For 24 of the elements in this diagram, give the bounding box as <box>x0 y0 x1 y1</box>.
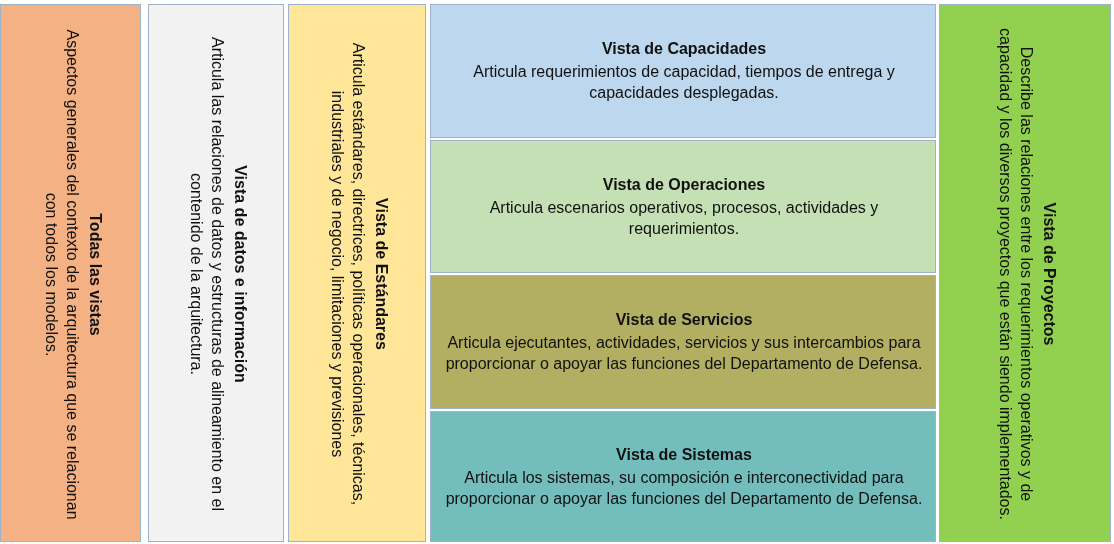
view-column <box>0 4 141 542</box>
view-title: Vista de Estándares <box>371 198 390 350</box>
view-row <box>430 4 936 138</box>
view-description: Articula las relaciones de datos y estructuras de alineamiento en el contenido de la arquitectura. <box>187 35 227 513</box>
view-description: Articula estándares, directrices, políticas operacionales, técnicas, industriales y de negocio, limitaciones y previsiones <box>328 41 368 508</box>
view-title: Vista de datos e información <box>230 165 249 383</box>
view-title: Todas las vistas <box>85 212 104 336</box>
view-description: Aspectos generales del contexto de la arquitectura que se relacionan con todos los modelos. <box>41 27 82 522</box>
view-title: Vista de Capacidades <box>601 40 767 59</box>
view-row <box>430 140 936 273</box>
view-description: Articula escenarios operativos, procesos, actividades y requerimientos. <box>488 197 880 239</box>
view-title: Vista de Servicios <box>615 311 753 330</box>
view-title: Vista de Proyectos <box>1039 202 1058 346</box>
view-title: Vista de Sistemas <box>616 445 752 464</box>
view-description: Articula los sistemas, su composición e interconectividad para proporcionar o apoyar las funciones del Departamento de Defensa. <box>444 467 924 509</box>
view-description: Describe las relaciones entre los requerimientos operativos y de capacidad y los diversos proyectos que están siendo implementados. <box>996 27 1036 522</box>
view-row <box>430 411 936 542</box>
view-title: Vista de Operaciones <box>602 175 766 194</box>
view-row <box>430 275 936 409</box>
view-description: Articula requerimientos de capacidad, tiempos de entrega y capacidades desplegadas. <box>472 62 896 103</box>
view-column <box>148 4 284 542</box>
view-column <box>939 4 1111 542</box>
view-description: Articula ejecutantes, actividades, servicios y sus intercambios para proporcionar o apoyar las funciones del Departamento de Defensa. <box>444 333 924 374</box>
view-column <box>288 4 426 542</box>
